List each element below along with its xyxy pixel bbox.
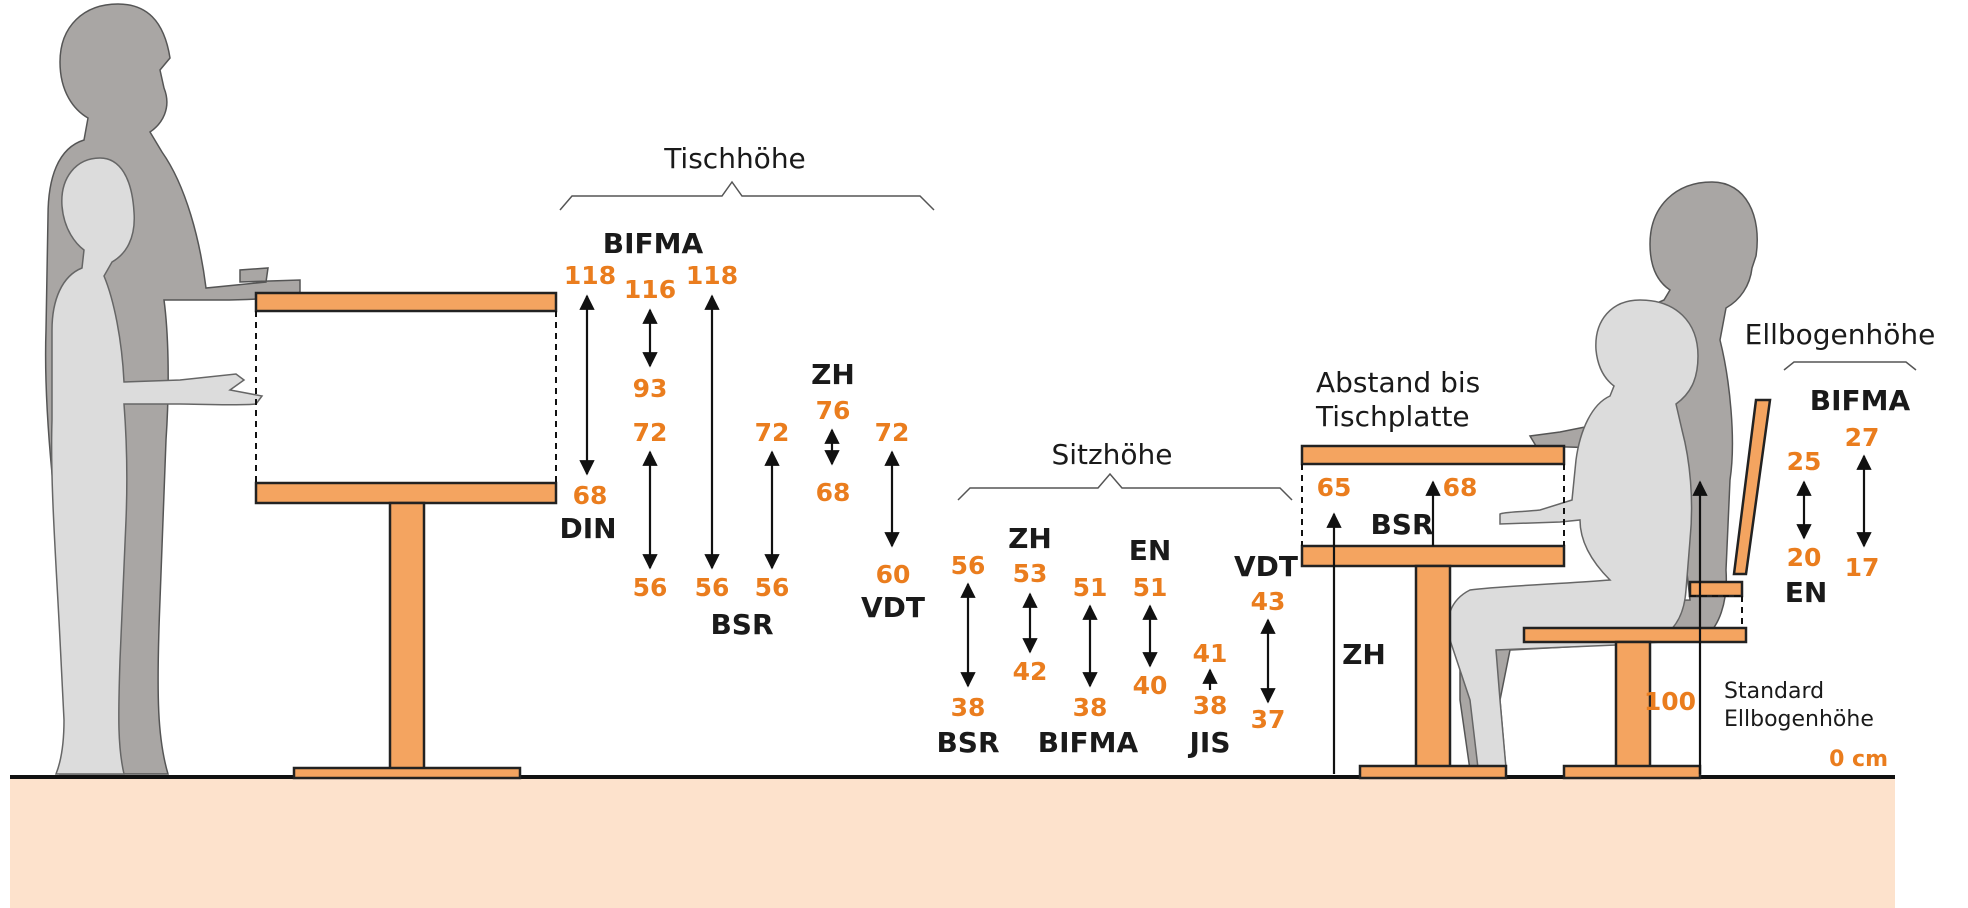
- sitzhoehe-heading: Sitzhöhe: [1051, 438, 1172, 471]
- seat-jis-top-value: 41: [1193, 639, 1228, 668]
- seat-bifma-label: BIFMA: [1038, 726, 1139, 759]
- zh-bottom-value: 68: [816, 478, 851, 507]
- tischhoehe-heading: Tischhöhe: [663, 142, 806, 175]
- seat-vdt-label: VDT: [1234, 550, 1298, 583]
- floor: [10, 777, 1895, 908]
- zero-cm-label: 0 cm: [1829, 747, 1888, 772]
- seat-vdt-bottom-value: 37: [1251, 705, 1286, 734]
- standing-table: [254, 291, 558, 780]
- bifma-a-top-value: 116: [624, 275, 676, 304]
- standard-elbow-line1: Standard: [1724, 679, 1824, 704]
- seat-en-top-value: 51: [1133, 573, 1168, 602]
- bifma-a-bottom-value: 93: [633, 374, 668, 403]
- chair: [1522, 398, 1772, 780]
- standing-figure-small: [50, 157, 264, 775]
- elbow-bifma-bottom-value: 17: [1845, 553, 1880, 582]
- clearance-bsr-label: BSR: [1370, 508, 1433, 541]
- clearance-zh-value: 65: [1317, 473, 1352, 502]
- seat-bsr-top-value: 56: [951, 551, 986, 580]
- seat-bsr-label: BSR: [936, 726, 999, 759]
- zh-top-value: 76: [816, 396, 851, 425]
- elbow-en-top-value: 25: [1787, 447, 1822, 476]
- clearance-bsr-value: 68: [1443, 473, 1478, 502]
- seat-bsr-bottom-value: 38: [951, 693, 986, 722]
- bsr-a-bottom-value: 56: [695, 573, 730, 602]
- seat-zh-label: ZH: [1008, 522, 1052, 555]
- elbow-en-bottom-value: 20: [1787, 543, 1822, 572]
- bsr-table-label: BSR: [710, 608, 773, 641]
- din-bottom-value: 68: [573, 481, 608, 510]
- elbow-en-label: EN: [1785, 576, 1828, 609]
- standard-elbow-line2: Ellbogenhöhe: [1724, 707, 1874, 732]
- seated-figure-small: [1447, 299, 1699, 769]
- clearance-zh-label: ZH: [1342, 638, 1386, 671]
- elbow-bifma-label: BIFMA: [1810, 384, 1911, 417]
- vdt-top-value: 72: [875, 418, 910, 447]
- seat-zh-bottom-value: 42: [1013, 657, 1048, 686]
- standard-elbow-value: 100: [1644, 687, 1696, 716]
- bifma-b-top-value: 72: [633, 418, 668, 447]
- bsr-b-bottom-value: 56: [755, 573, 790, 602]
- seat-bifma-top-value: 51: [1073, 573, 1108, 602]
- seat-zh-top-value: 53: [1013, 559, 1048, 588]
- seat-en-label: EN: [1129, 534, 1172, 567]
- seat-jis-bottom-value: 38: [1193, 691, 1228, 720]
- din-top-value: 118: [564, 261, 616, 290]
- ellbogenhoehe-bracket: [1783, 361, 1917, 371]
- vdt-bottom-value: 60: [876, 560, 911, 589]
- bifma-table-label: BIFMA: [603, 227, 704, 260]
- zh-table-label: ZH: [811, 358, 855, 391]
- ellbogenhoehe-heading: Ellbogenhöhe: [1745, 318, 1936, 351]
- din-label: DIN: [559, 512, 616, 545]
- seat-en-bottom-value: 40: [1133, 671, 1168, 700]
- bsr-b-top-value: 72: [755, 418, 790, 447]
- tischhoehe-bracket: [559, 180, 935, 211]
- seated-table: [1300, 444, 1566, 780]
- sitzhoehe-bracket: [957, 472, 1293, 501]
- seat-jis-label: JIS: [1187, 726, 1230, 759]
- elbow-bifma-top-value: 27: [1845, 423, 1880, 452]
- abstand-heading-line1: Abstand bis: [1316, 366, 1480, 399]
- abstand-heading-line2: Tischplatte: [1315, 400, 1470, 433]
- seat-bifma-bottom-value: 38: [1073, 693, 1108, 722]
- bsr-a-top-value: 118: [686, 261, 738, 290]
- vdt-table-label: VDT: [861, 591, 925, 624]
- seat-vdt-top-value: 43: [1251, 587, 1286, 616]
- bifma-b-bottom-value: 56: [633, 573, 668, 602]
